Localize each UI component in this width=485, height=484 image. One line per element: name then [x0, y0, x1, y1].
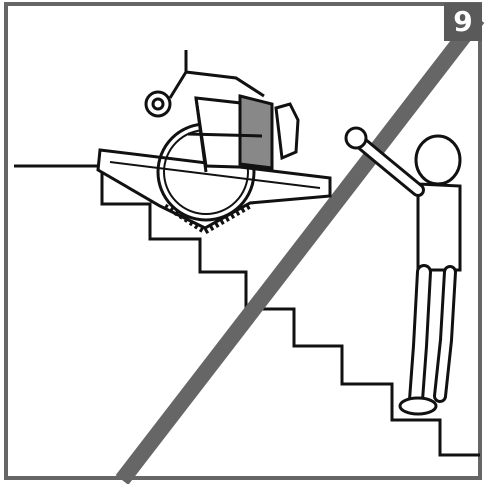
step-number-badge: 9 [444, 3, 482, 41]
